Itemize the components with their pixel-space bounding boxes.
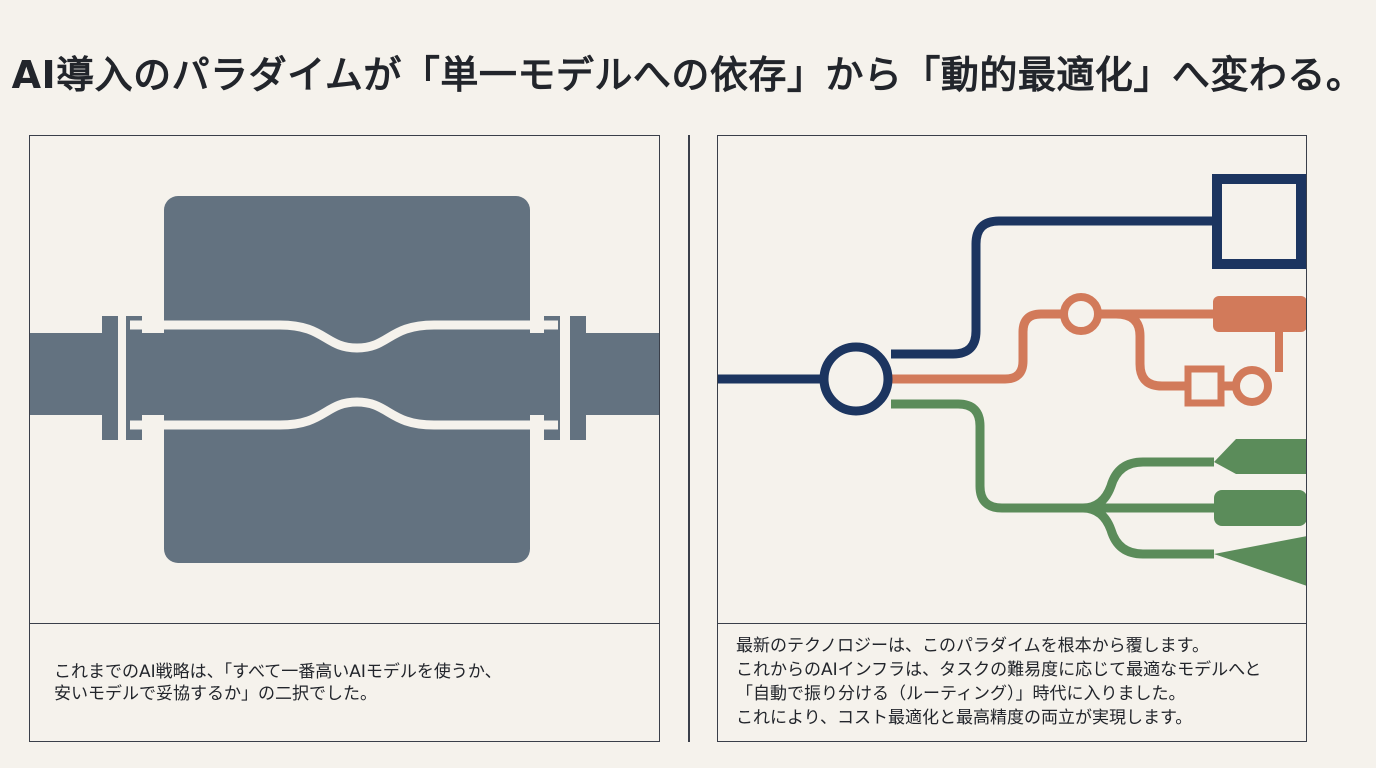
orange-bar-node: [1213, 296, 1306, 332]
orange-circle-node: [1060, 293, 1102, 335]
page-title: AI導入のパラダイムが「単一モデルへの依存」から「動的最適化」へ変わる。: [11, 53, 1365, 97]
green-route-main: [891, 399, 1083, 513]
left-caption: これまでのAI戦略は、「すべて一番高いAIモデルを使うか、 安いモデルで妥協する…: [30, 623, 659, 741]
pipe-right-flange-inner: [544, 316, 560, 440]
right-panel: 最新のテクノロジーは、このパラダイムを根本から覆します。 これからのAIインフラ…: [717, 135, 1307, 742]
pipe-left-flange-inner: [126, 316, 142, 440]
right-caption-line: 「自動で振り分ける（ルーティング）」時代に入りました。: [736, 684, 1186, 704]
left-panel: これまでのAI戦略は、「すべて一番高いAIモデルを使うか、 安いモデルで妥協する…: [29, 135, 660, 742]
orange-route-lower: [1115, 309, 1185, 391]
router-circle-node: [819, 342, 893, 416]
right-caption-line: これからのAIインフラは、タスクの難易度に応じて最適なモデルへと: [736, 660, 1262, 680]
pipe-left-flange-outer: [102, 316, 118, 440]
green-triangle-node: [1214, 536, 1306, 586]
orange-small-square-node: [1184, 365, 1225, 407]
left-caption-line: 安いモデルで妥協するか」の二択でした。: [54, 684, 377, 704]
green-pill-node: [1214, 490, 1306, 526]
flange-gap-right: [560, 316, 570, 440]
orange-route-main: [891, 309, 1063, 384]
green-route-upper: [1082, 457, 1214, 513]
green-route-lower: [1082, 503, 1214, 559]
pipe-right-flange-outer: [570, 316, 586, 440]
center-divider: [688, 135, 690, 742]
flange-gap-left: [118, 316, 126, 440]
right-caption-line: 最新のテクノロジーは、このパラダイムを根本から覆します。: [736, 636, 1209, 656]
pipe-bottom-outline: [130, 397, 558, 430]
routing-network-icon: [718, 174, 1306, 586]
right-caption: 最新のテクノロジーは、このパラダイムを根本から覆します。 これからのAIインフラ…: [718, 623, 1306, 741]
navy-square-node: [1212, 174, 1306, 269]
pipe-bottleneck-icon: [30, 196, 659, 563]
pipe-top-outline: [130, 320, 558, 353]
navy-route: [891, 216, 1213, 359]
right-caption-line: これにより、コスト最適化と最高精度の両立が実現します。: [736, 708, 1193, 728]
left-caption-line: これまでのAI戦略は、「すべて一番高いAIモデルを使うか、: [54, 662, 502, 682]
pipe-body: [142, 333, 544, 415]
pipe-left-segment: [30, 333, 102, 415]
pipe-bottleneck-illustration: [30, 136, 659, 623]
routing-network-illustration: [718, 136, 1306, 623]
green-flag-node: [1214, 439, 1306, 474]
pipe-right-segment: [586, 333, 659, 415]
orange-end-circle-node: [1232, 366, 1272, 406]
